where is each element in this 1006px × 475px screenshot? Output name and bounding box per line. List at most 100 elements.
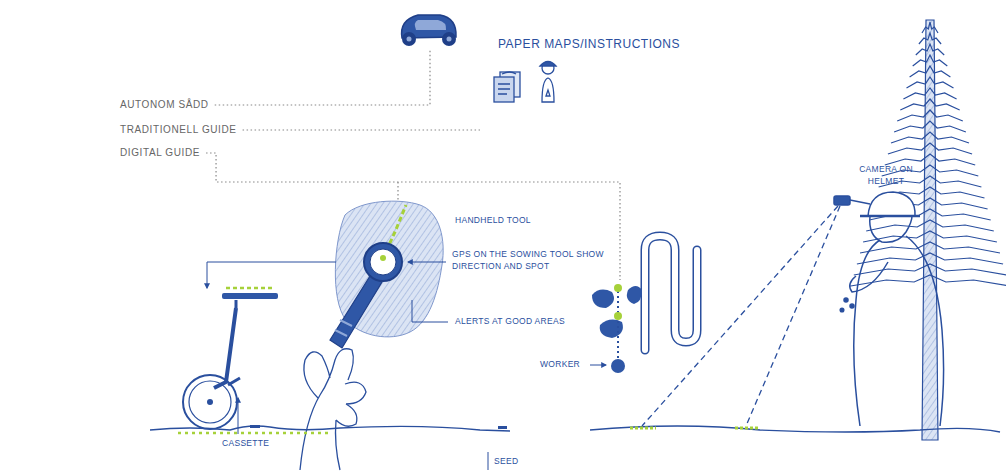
wheeled-sowing-tool (235, 300, 238, 308)
callout-label: SEED (494, 456, 518, 468)
worker-route-map (614, 312, 622, 320)
tree-branch (913, 55, 948, 66)
robot-car (447, 37, 452, 42)
camera-view-lines (642, 206, 838, 426)
wheeled-sowing-tool (214, 308, 236, 388)
callout-label: CAMERA ON HELMET (846, 164, 926, 188)
paper-map-icon (502, 72, 516, 74)
robot-car (402, 15, 456, 46)
callout-arrow (488, 452, 489, 470)
worker-route-map (627, 286, 642, 304)
leader-line (397, 182, 398, 200)
worker-figure (854, 236, 944, 426)
section-label: TRADITIONELL GUIDE (120, 123, 237, 137)
tree-branch (888, 143, 972, 154)
handheld-tool-sketch (330, 276, 382, 348)
leader-line (215, 50, 430, 105)
section-label: DIGITAL GUIDE (120, 146, 200, 160)
leader-line (243, 129, 480, 130)
callout-label: CASSETTE (222, 438, 269, 450)
wheeled-sowing-tool (226, 287, 272, 290)
camera-view-lines (590, 206, 1000, 432)
tree-branch (907, 77, 954, 88)
wheeled-sowing-tool (207, 399, 213, 405)
worker-figure (840, 308, 844, 312)
ground-line (178, 432, 330, 435)
worker-route-map (592, 290, 614, 308)
tree-branch (863, 231, 997, 242)
handheld-tool-sketch (380, 255, 386, 261)
worker-route-map (645, 236, 697, 350)
callout-label: GPS ON THE SOWING TOOL SHOW DIRECTION AN… (452, 249, 612, 273)
tree-branch (910, 66, 951, 77)
ground-line (150, 426, 510, 431)
tree-branch (891, 132, 969, 143)
handheld-tool-sketch (370, 249, 396, 275)
paper-map-icon (494, 77, 514, 102)
robot-car (402, 32, 416, 46)
worker-figure (834, 192, 944, 426)
tree-branch (885, 154, 975, 165)
worker-figure (844, 298, 848, 302)
handheld-tool-sketch (335, 320, 352, 336)
tree-branch (916, 44, 944, 55)
ground-line (150, 425, 510, 433)
callout-arrow (590, 365, 606, 366)
callout-arrow (412, 300, 448, 322)
camera-view-lines (590, 426, 1000, 432)
callout-arrow (207, 262, 336, 288)
tree-branch (857, 253, 1003, 264)
callout-label: WORKER (540, 359, 580, 371)
worker-route-map (592, 236, 697, 373)
tree-branch (903, 88, 956, 99)
callout-label: HANDHELD TOOL (455, 215, 531, 227)
worker-figure (860, 215, 920, 218)
wheeled-sowing-tool (222, 293, 278, 299)
tree-branch (860, 242, 1000, 253)
ground-line (498, 426, 507, 429)
worker-figure (834, 196, 850, 205)
callout-label: ALERTS AT GOOD AREAS (455, 316, 565, 328)
pine-tree (851, 20, 1006, 440)
ground-line (250, 425, 260, 428)
tree-branch (919, 33, 941, 44)
worker-route-map (614, 284, 622, 292)
worker-route-map (611, 359, 625, 373)
wheeled-sowing-tool (189, 381, 231, 423)
worker-figure (868, 192, 915, 216)
paper-map-icon (494, 72, 520, 102)
callout-arrow (207, 262, 606, 470)
handheld-tool-sketch (300, 349, 366, 470)
worker-figure (850, 200, 870, 204)
robot-car (442, 32, 456, 46)
worker-route-map (600, 320, 623, 338)
section-label: AUTONOM SÅDD (120, 98, 209, 112)
handwritten-label: PAPER MAPS/INSTRUCTIONS (498, 36, 680, 53)
robot-car (415, 20, 446, 30)
guide-person-icon (546, 90, 550, 96)
tree-branch (866, 220, 994, 231)
camera-view-lines (630, 427, 760, 430)
camera-view-lines (746, 206, 840, 426)
worker-route-map (645, 236, 697, 350)
worker-figure (850, 262, 888, 292)
paper-map-icon (498, 84, 510, 94)
callout-arrow (238, 398, 239, 434)
guide-person-icon (540, 62, 556, 103)
wheeled-sowing-tool (183, 288, 278, 429)
tree-branch (900, 99, 959, 110)
worker-figure (850, 304, 854, 308)
worker-route-map (617, 286, 619, 358)
callout-arrow (408, 262, 446, 263)
robot-car (407, 37, 412, 42)
worker-figure (870, 216, 912, 242)
wheeled-sowing-tool (228, 378, 240, 385)
tree-branch (894, 121, 966, 132)
guide-person-icon (540, 62, 556, 67)
pine-tree (922, 20, 938, 440)
tree-branch (897, 110, 963, 121)
handheld-tool-sketch (364, 243, 402, 281)
guide-person-icon (542, 78, 554, 102)
